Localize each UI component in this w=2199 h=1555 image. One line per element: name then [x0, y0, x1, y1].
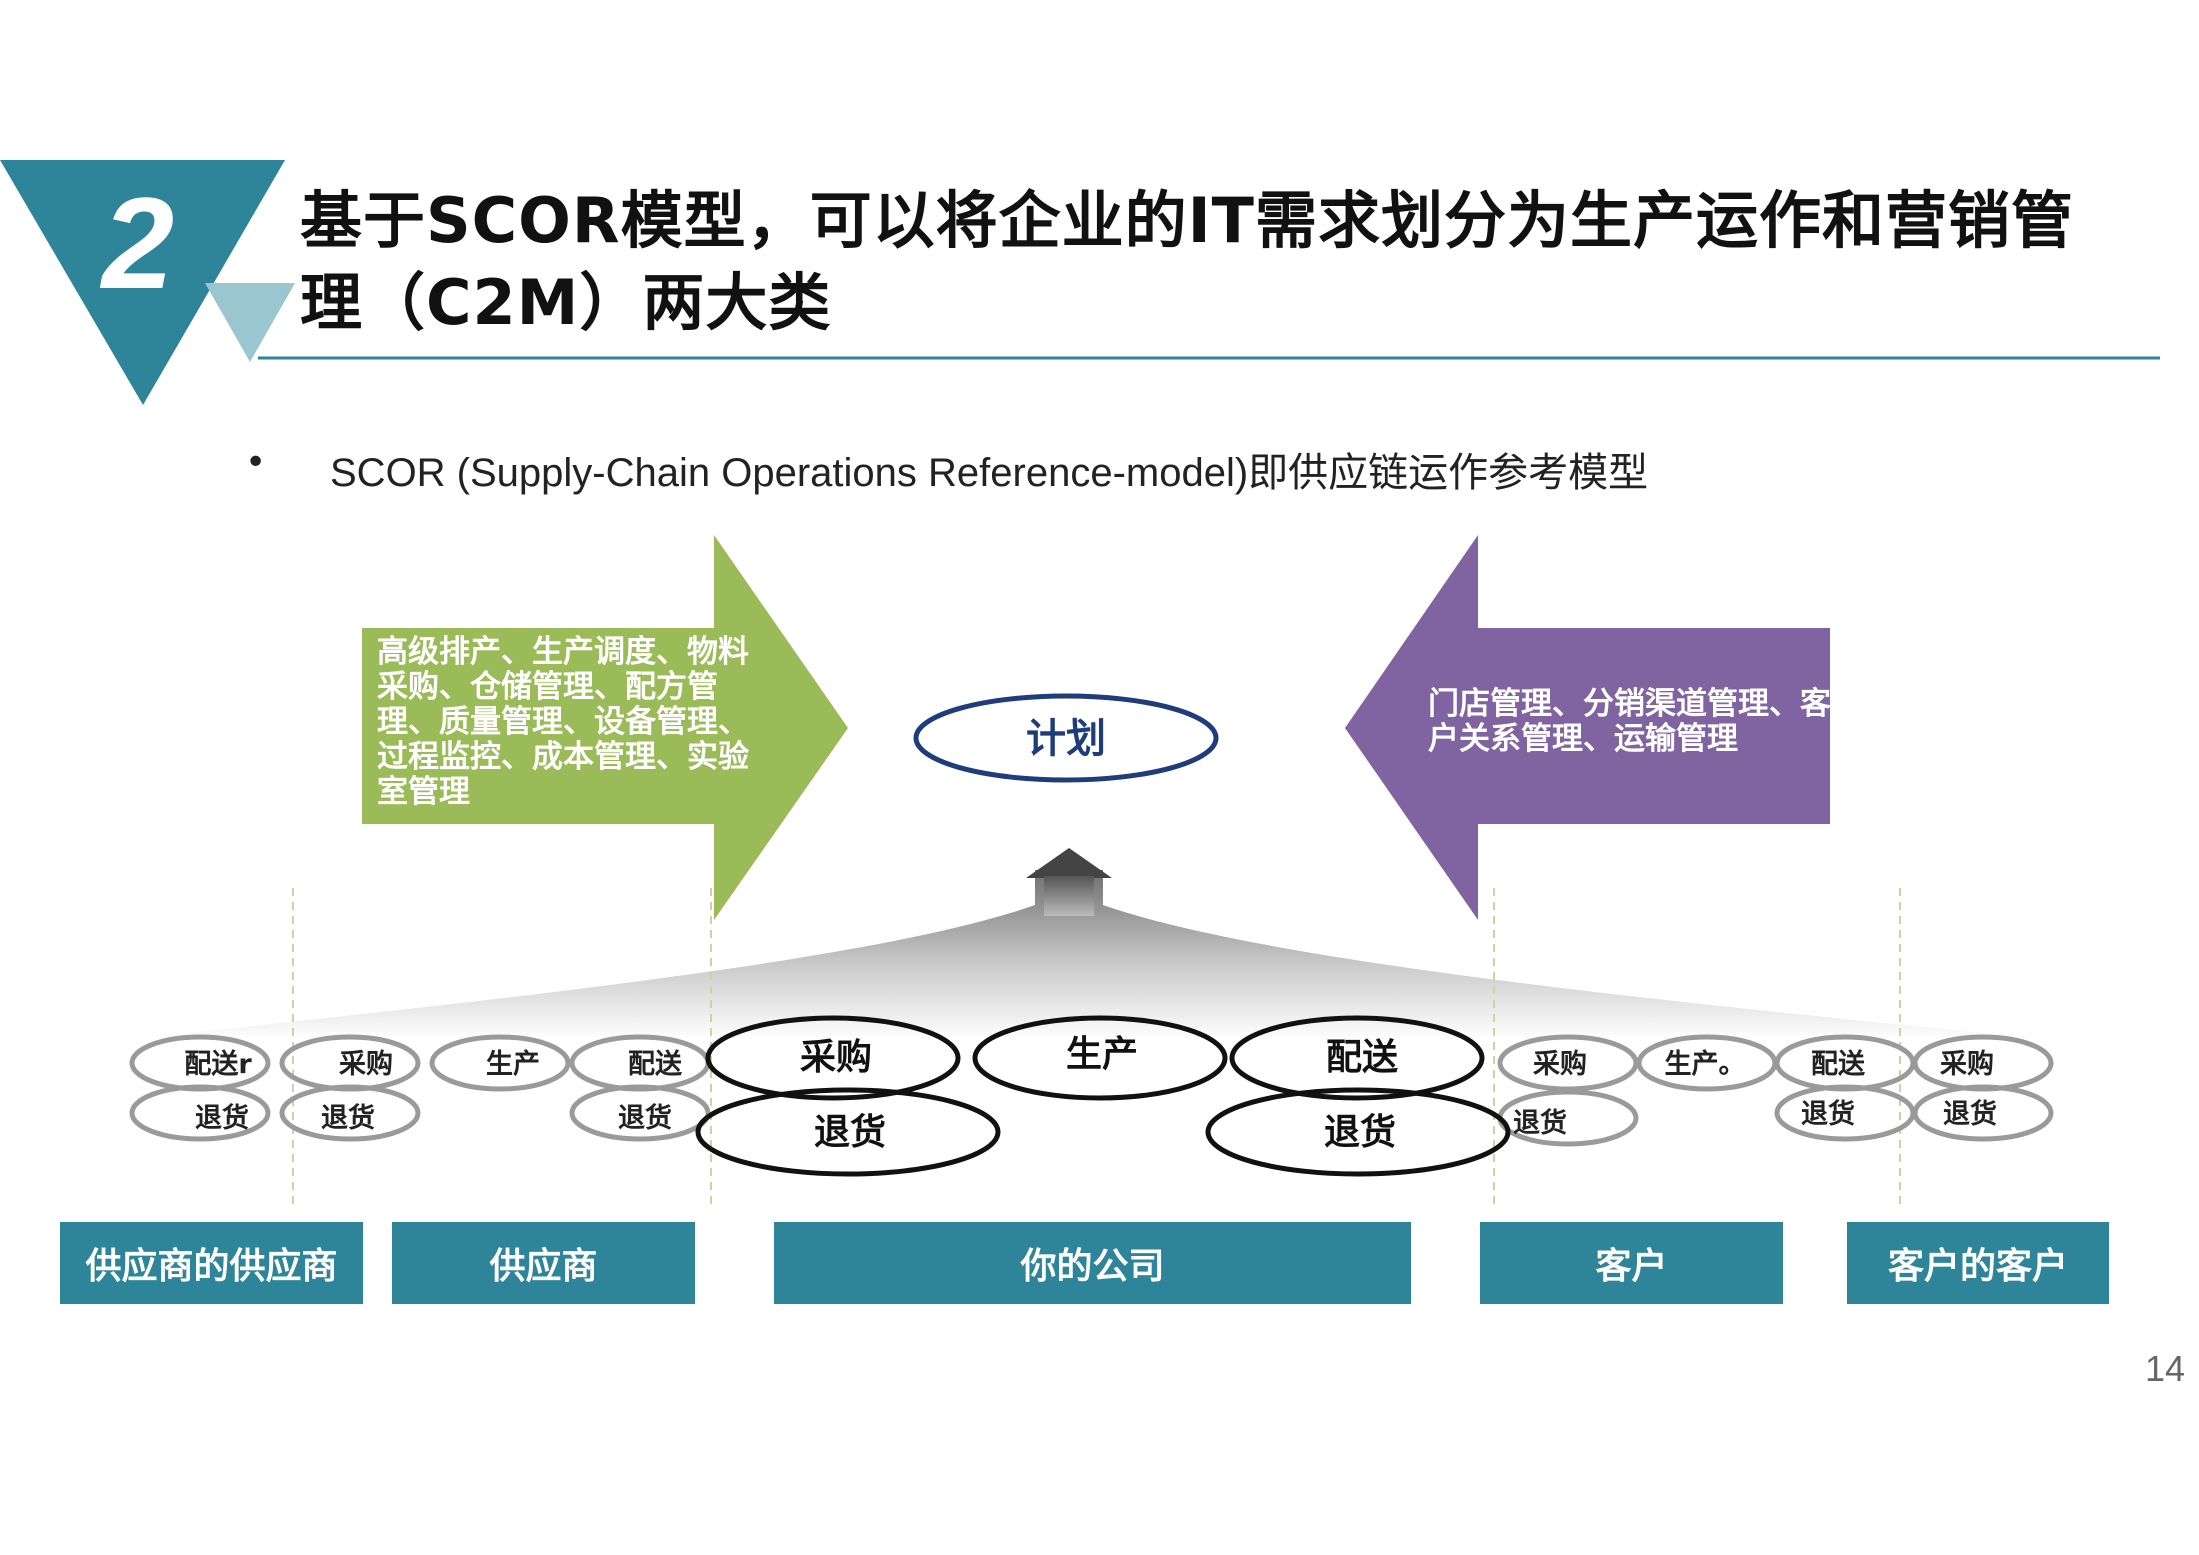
source-label: 采购 [800, 1037, 872, 1078]
page-title: 基于SCOR模型，可以将企业的IT需求划分为生产运作和营销管 [300, 184, 2074, 257]
process-label: 退货 [321, 1102, 375, 1134]
return-right-label: 退货 [1324, 1112, 1396, 1153]
process-label: 退货 [195, 1102, 249, 1134]
entity-bar-customers-customer: 客户的客户 [1847, 1222, 2109, 1304]
header-triangle [0, 160, 285, 405]
process-ellipse [429, 1034, 571, 1092]
entity-bar-your-company: 你的公司 [774, 1222, 1411, 1304]
marketing-arrow [1345, 535, 1830, 920]
process-ellipse [279, 1084, 421, 1142]
plan-arrow-head [1026, 848, 1112, 878]
bullet-icon: • [245, 442, 267, 483]
process-label: 采购 [1940, 1049, 1994, 1080]
make-label: 生产 [1066, 1034, 1138, 1075]
process-label: 生产。 [1665, 1049, 1746, 1080]
process-label: 退货 [1513, 1107, 1567, 1139]
page-number: 14 [2145, 1348, 2186, 1389]
production-arrow [362, 535, 848, 920]
process-label: 配送 [1811, 1049, 1865, 1080]
process-ellipse [1497, 1034, 1639, 1092]
header-small-triangle [205, 283, 295, 362]
bullet-text: SCOR (Supply-Chain Operations Reference-… [330, 451, 1649, 495]
process-label: 生产 [486, 1049, 540, 1080]
process-label: 配送 [628, 1049, 682, 1080]
plan-fan [120, 870, 2060, 1040]
process-label: 配送r [184, 1049, 252, 1080]
deliver-ellipse [1229, 1015, 1485, 1101]
source-ellipse [705, 1015, 961, 1101]
process-ellipse [569, 1084, 711, 1142]
plan-label: 计划 [1026, 716, 1106, 762]
section-number: 2 [101, 170, 175, 316]
process-ellipse [129, 1084, 271, 1142]
return-right-ellipse [1205, 1087, 1511, 1177]
marketing-arrow-text: 门店管理、分销渠道管理、客户关系管理、运输管理 [1428, 686, 1831, 757]
deliver-label: 配送 [1326, 1037, 1398, 1078]
process-ellipse [1912, 1084, 2054, 1142]
process-label: 采购 [339, 1049, 393, 1080]
page-title-continued: 理（C2M）两大类 [300, 266, 832, 339]
process-label: 采购 [1533, 1049, 1587, 1080]
make-ellipse [972, 1015, 1228, 1101]
entity-bar-suppliers-supplier: 供应商的供应商 [60, 1222, 363, 1304]
plan-arrow-stem [1044, 876, 1094, 916]
plan-ellipse [913, 693, 1219, 783]
entity-bar-supplier: 供应商 [392, 1222, 695, 1304]
process-label: 退货 [618, 1102, 672, 1134]
process-label: 退货 [1943, 1098, 1997, 1130]
entity-bar-customer: 客户 [1480, 1222, 1783, 1304]
return-left-ellipse [695, 1087, 1001, 1177]
production-arrow-text: 高级排产、生产调度、物料采购、仓储管理、配方管理、质量管理、设备管理、过程监控、… [377, 634, 749, 810]
return-left-label: 退货 [814, 1112, 886, 1153]
process-label: 退货 [1801, 1098, 1855, 1130]
